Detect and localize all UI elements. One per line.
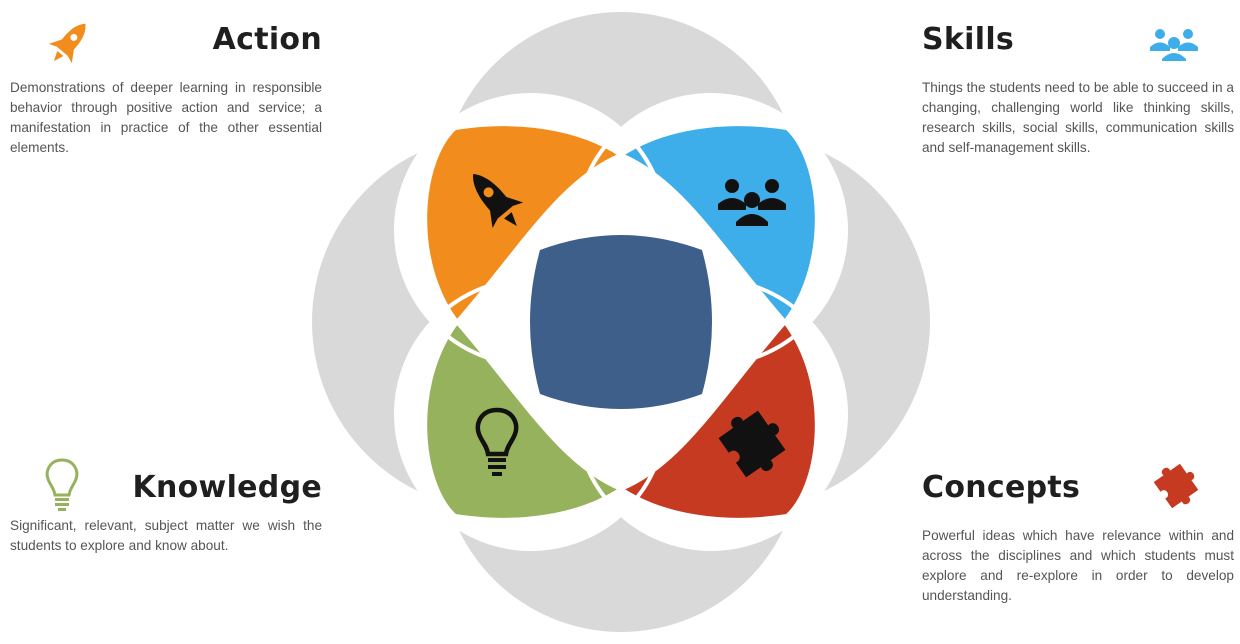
action-description: Demonstrations of deeper learning in res… <box>10 80 322 155</box>
skills-title: Skills <box>922 22 1015 57</box>
center-shape <box>530 235 712 409</box>
action-panel: Action Demonstrations of deeper learning… <box>10 20 322 158</box>
skills-description: Things the students need to be able to s… <box>922 80 1234 155</box>
rocket-icon <box>473 173 524 229</box>
concepts-description: Powerful ideas which have relevance with… <box>922 528 1234 603</box>
lightbulb-icon <box>475 407 519 476</box>
knowledge-petal <box>423 318 626 522</box>
concepts-title: Concepts <box>922 470 1081 505</box>
action-petal <box>423 122 626 326</box>
inner-circle-outlines <box>394 93 848 551</box>
people-group-icon <box>718 179 786 226</box>
puzzle-piece-icon <box>718 410 786 478</box>
knowledge-description: Significant, relevant, subject matter we… <box>10 518 322 553</box>
knowledge-title: Knowledge <box>132 470 322 505</box>
puzzle-piece-icon <box>1153 463 1199 509</box>
concepts-panel: Concepts Powerful ideas which have relev… <box>922 468 1234 606</box>
people-group-icon <box>1150 29 1198 61</box>
skills-petal <box>616 122 819 326</box>
lightbulb-icon <box>45 458 79 511</box>
action-title: Action <box>212 22 322 57</box>
rocket-icon <box>48 23 86 64</box>
knowledge-panel: Knowledge Significant, relevant, subject… <box>10 468 322 556</box>
skills-panel: Skills Things the students need to be ab… <box>922 20 1234 158</box>
